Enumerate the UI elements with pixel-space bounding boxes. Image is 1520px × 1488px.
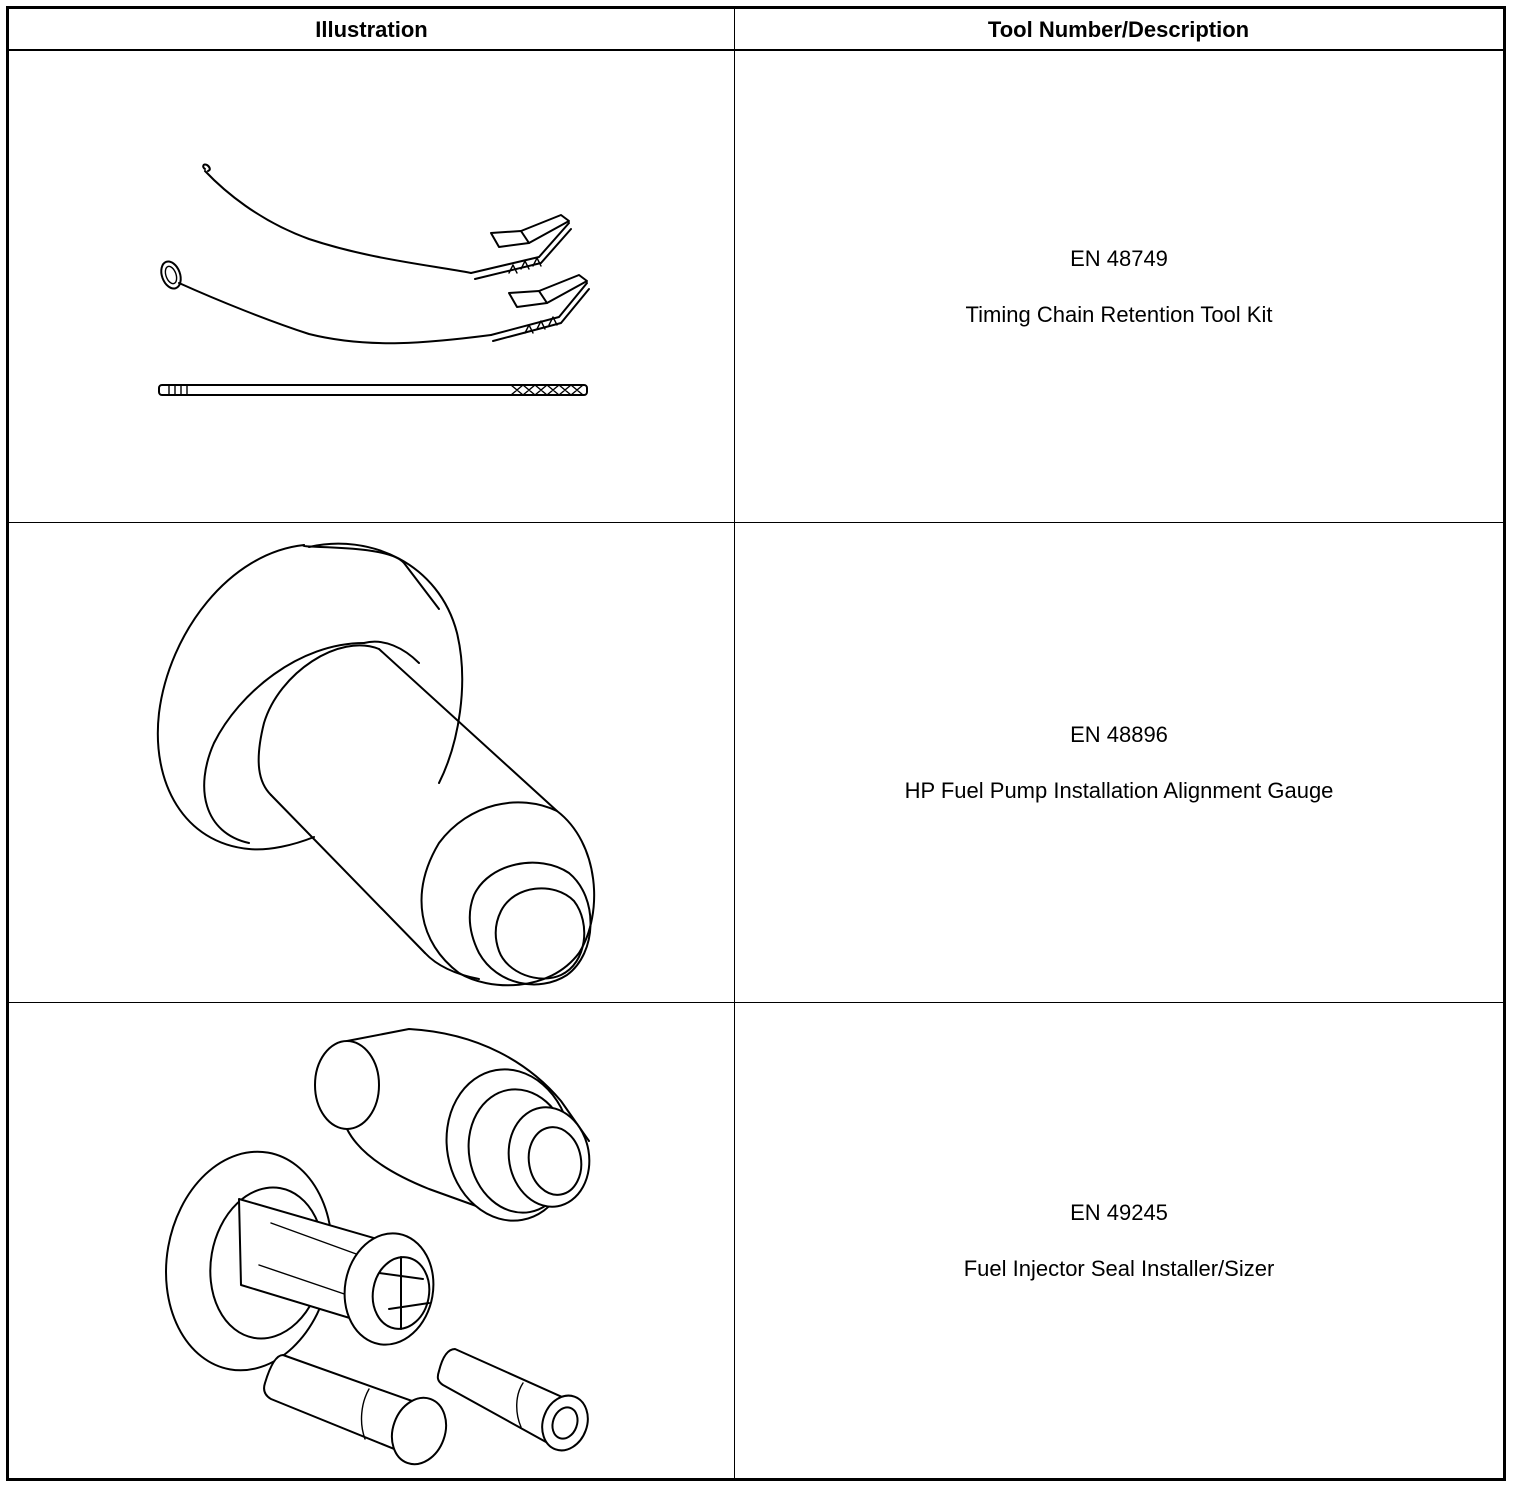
table-row: EN 48749 Timing Chain Retention Tool Kit: [9, 51, 1503, 523]
tool-description-cell: EN 48749 Timing Chain Retention Tool Kit: [735, 51, 1503, 522]
tool-description-cell: EN 48896 HP Fuel Pump Installation Align…: [735, 523, 1503, 1002]
fuel-injector-seal-installer-icon: [9, 1003, 734, 1478]
column-divider: [734, 9, 735, 1478]
tool-description: Fuel Injector Seal Installer/Sizer: [963, 1255, 1275, 1281]
header-illustration: Illustration: [315, 17, 428, 42]
table-header-row: Illustration Tool Number/Description: [9, 9, 1503, 51]
tool-description: HP Fuel Pump Installation Alignment Gaug…: [904, 777, 1334, 803]
tool-number: EN 48896: [1070, 721, 1168, 747]
timing-chain-retention-tool-kit-icon: [9, 51, 734, 522]
tool-description-cell: EN 49245 Fuel Injector Seal Installer/Si…: [735, 1003, 1503, 1478]
tool-number: EN 48749: [1070, 245, 1168, 271]
tool-description: Timing Chain Retention Tool Kit: [965, 301, 1273, 327]
header-tool-number-description: Tool Number/Description: [987, 17, 1250, 42]
tool-number: EN 49245: [1070, 1199, 1168, 1225]
table-row: EN 48896 HP Fuel Pump Installation Align…: [9, 523, 1503, 1003]
table-row: EN 49245 Fuel Injector Seal Installer/Si…: [9, 1003, 1503, 1478]
fuel-pump-alignment-gauge-icon: [9, 523, 734, 1002]
special-tools-table: Illustration Tool Number/Description: [6, 6, 1506, 1481]
